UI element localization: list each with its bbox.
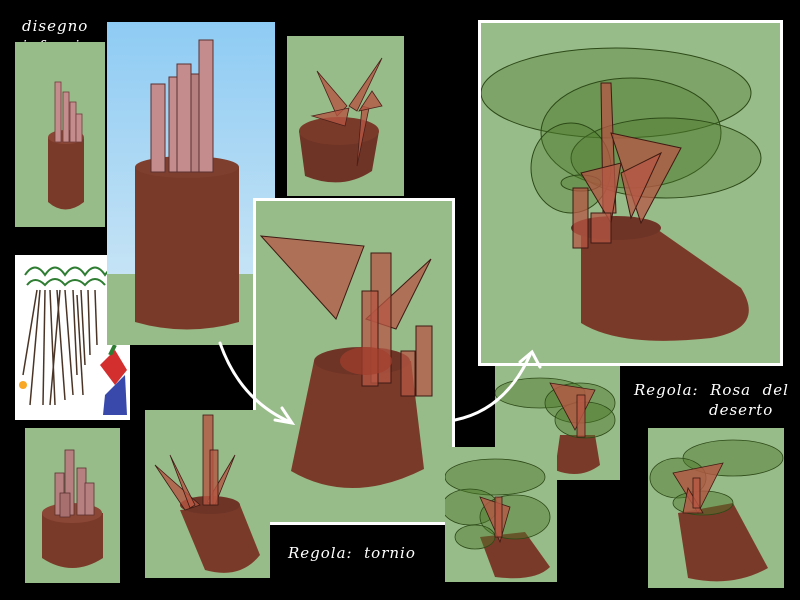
label-rule-lathe: Regola: tornio [288, 544, 416, 562]
tree-model-illustration [445, 458, 551, 579]
panel-desert-rose-small-c [648, 428, 784, 588]
panel-sky-model [107, 22, 275, 345]
tree-model-illustration [299, 57, 383, 183]
tree-model-illustration [135, 39, 239, 330]
panel-desert-rose-small-b [445, 447, 557, 582]
panel-desert-rose-main [478, 20, 783, 366]
tree-model-illustration [48, 81, 84, 210]
panel-lathe-leaning [145, 410, 270, 578]
panel-lathe-main [253, 198, 455, 525]
panel-child-drawing [15, 255, 130, 420]
panel-lathe-small-top [287, 36, 404, 196]
tree-model-illustration [154, 414, 260, 573]
child-drawing-illustration [19, 266, 127, 415]
tree-model-illustration [42, 449, 103, 568]
tree-model-illustration [649, 439, 784, 582]
tree-model-illustration [259, 235, 433, 489]
tree-model-illustration [481, 47, 762, 341]
panel-childhood-model-small [15, 42, 105, 227]
label-rule-desert-rose: Regola: Rosa del deserto [634, 381, 789, 419]
panel-trunk-cluster [25, 428, 120, 583]
